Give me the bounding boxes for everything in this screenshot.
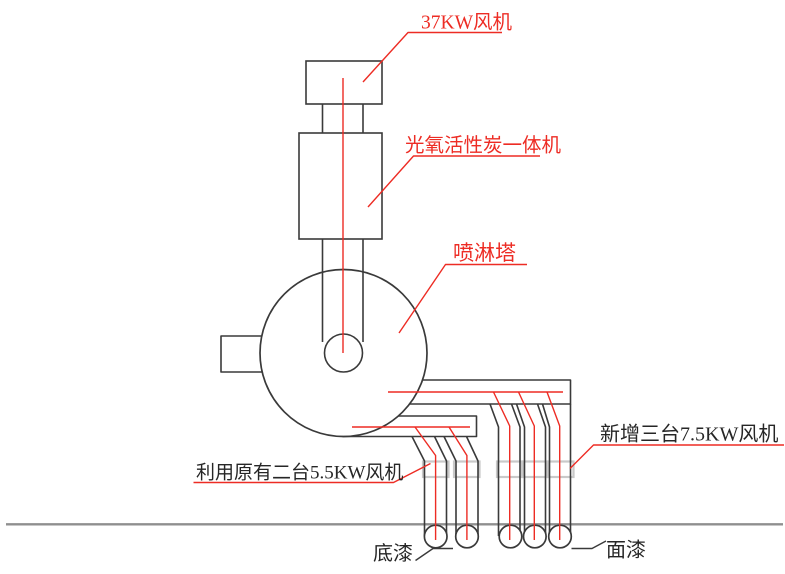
existing-fans-leader	[193, 462, 431, 484]
down-pipes	[411, 403, 572, 536]
pipe-right1-outer-line	[489, 403, 500, 536]
existing-fans-label: 利用原有二台5.5KW风机	[196, 462, 403, 484]
black-labels: 新增三台7.5KW风机 利用原有二台5.5KW风机 底漆 面漆	[196, 423, 778, 566]
pipe-right1-centerline	[492, 391, 511, 540]
pipe-right1-inner-line	[510, 403, 521, 536]
new-fans-label: 新增三台7.5KW风机	[600, 423, 778, 446]
topcoat-booth-label: 面漆	[606, 539, 646, 562]
pipe-left2-outer-line	[443, 436, 457, 536]
spray-tower-leader	[398, 263, 527, 334]
pipe-left2-centerline	[448, 426, 468, 540]
pipe-right2-centerline	[517, 391, 535, 540]
red-linework	[193, 31, 784, 540]
fan-37kw-label: 37KW风机	[421, 12, 512, 34]
primer-label-leader	[415, 547, 453, 562]
spray-tower-inlet-box	[220, 335, 263, 373]
black-leaders	[415, 540, 607, 562]
uv-carbon-unit-label: 光氧活性炭一体机	[405, 135, 562, 157]
pipe-right3-centerline	[546, 391, 561, 540]
topcoat-outlet-circle-1	[498, 524, 523, 549]
new-fans-leader	[569, 444, 784, 469]
pipe-left1-centerline	[414, 426, 437, 540]
fan-37kw-leader	[362, 31, 502, 83]
uv-carbon-leader	[367, 155, 540, 208]
topcoat-label-leader	[571, 540, 607, 550]
top-fan-box	[305, 60, 383, 105]
pipe-left1-outer-line	[411, 436, 426, 536]
pipe-right3-outer-line	[541, 403, 551, 536]
spray-tower-label: 喷淋塔	[453, 241, 516, 265]
booth-outlet-circles	[423, 524, 573, 549]
red-labels: 37KW风机 光氧活性炭一体机 喷淋塔	[405, 12, 562, 266]
uv-carbon-unit-box	[298, 132, 383, 240]
pipe-right2-inner-line	[536, 403, 547, 536]
stack-linework	[298, 60, 383, 342]
primer-booth-label: 底漆	[373, 542, 413, 565]
pipe-left1-inner-line	[433, 436, 448, 536]
pipe-right2-outer-line	[515, 403, 526, 536]
pipe-left2-inner-line	[465, 436, 479, 536]
new-fan-marker-3	[546, 460, 575, 479]
